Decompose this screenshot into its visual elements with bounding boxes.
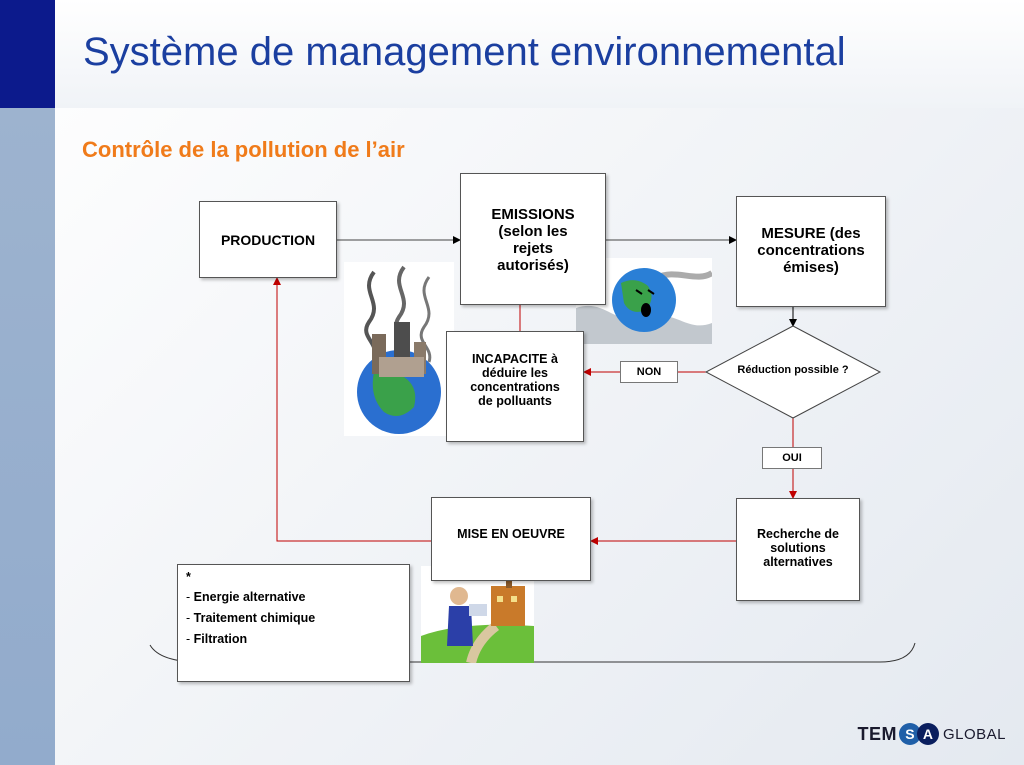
logo-left-text: TEM xyxy=(857,723,897,744)
slide-subtitle: Contrôle de la pollution de l’air xyxy=(82,137,405,162)
bottom-brace xyxy=(149,642,916,663)
logo-a: A xyxy=(916,723,939,745)
mise-en-oeuvre-label: MISE EN OEUVRE xyxy=(457,527,565,541)
temsa-global-logo: TEM S A GLOBAL xyxy=(857,721,1006,747)
notes-dash: - xyxy=(186,611,191,625)
emissions-line-2: (selon les xyxy=(498,223,568,240)
notes-item-label: Filtration xyxy=(193,632,248,646)
oui-tag: OUI xyxy=(762,447,822,469)
production-label: PRODUCTION xyxy=(220,231,316,248)
logo-s: S xyxy=(898,723,921,745)
left-band-bottom xyxy=(0,108,55,765)
mesure-line-2: concentrations xyxy=(757,242,865,259)
mise-en-oeuvre-box: MISE EN OEUVRE xyxy=(431,497,591,581)
mesure-line-1: MESURE (des xyxy=(761,225,861,242)
notes-dash: - xyxy=(186,590,191,604)
recherche-line-2: solutions xyxy=(770,541,826,555)
page-title: Système de management environnemental xyxy=(83,30,846,74)
logo-badge: S A xyxy=(898,723,939,745)
notes-item: - Filtration xyxy=(186,632,401,646)
mesure-line-3: émises) xyxy=(783,259,839,276)
logo-right-text: GLOBAL xyxy=(942,725,1006,743)
emissions-line-3: rejets xyxy=(512,240,553,257)
incapacite-line-1: INCAPACITE à xyxy=(472,352,558,366)
person-factory-icon xyxy=(421,566,534,665)
left-band-top xyxy=(0,0,55,108)
notes-dash: - xyxy=(186,632,191,646)
incapacite-line-2: déduire les xyxy=(481,366,548,380)
decision-label: Réduction possible ? xyxy=(737,364,849,376)
decision-diamond xyxy=(704,325,882,419)
incapacite-box: INCAPACITE à déduire les concentrations … xyxy=(446,331,584,442)
emissions-box: EMISSIONS (selon les rejets autorisés) xyxy=(460,173,606,305)
non-tag: NON xyxy=(620,361,678,383)
incapacite-line-3: concentrations xyxy=(470,380,560,394)
polluting-factory-globe-icon xyxy=(344,262,454,436)
notes-star: * xyxy=(186,570,191,584)
notes-item: - Energie alternative xyxy=(186,590,401,604)
emissions-line-4: autorisés) xyxy=(497,257,569,274)
mesure-box: MESURE (des concentrations émises) xyxy=(736,196,886,307)
recherche-line-3: alternatives xyxy=(763,555,833,569)
recherche-box: Recherche de solutions alternatives xyxy=(736,498,860,601)
production-box: PRODUCTION xyxy=(199,201,337,278)
arrow-mise-to-production xyxy=(273,277,431,542)
notes-box: * - Energie alternative - Traitement chi… xyxy=(177,564,410,682)
notes-item-label: Traitement chimique xyxy=(193,611,316,625)
emissions-line-1: EMISSIONS xyxy=(491,206,575,223)
notes-item-label: Energie alternative xyxy=(193,590,306,604)
notes-item: - Traitement chimique xyxy=(186,611,401,625)
incapacite-line-4: de polluants xyxy=(478,394,552,408)
header-background xyxy=(55,0,1024,108)
recherche-line-1: Recherche de xyxy=(757,527,839,541)
